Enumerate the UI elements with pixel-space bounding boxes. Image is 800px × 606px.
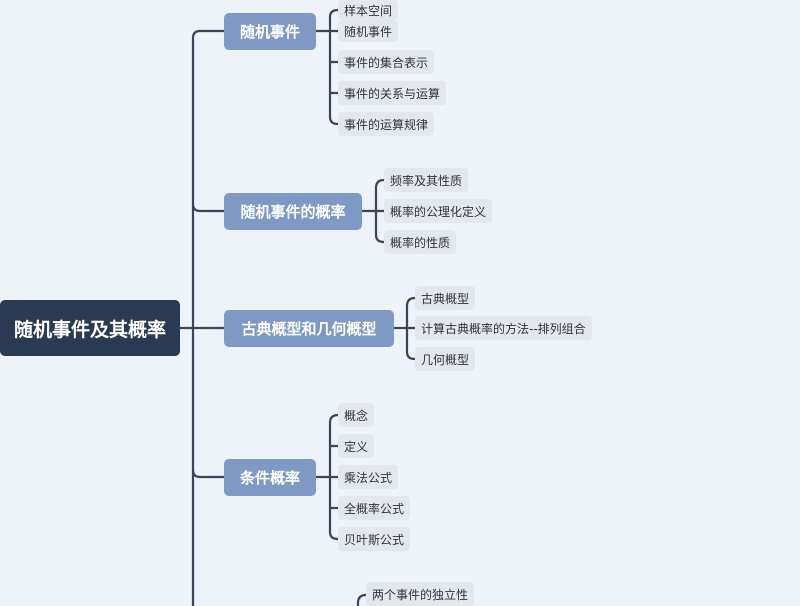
subtopic[interactable]: 古典概型 xyxy=(415,286,476,310)
subtopic[interactable]: 概率的性质 xyxy=(384,230,457,254)
subtopic[interactable]: 乘法公式 xyxy=(338,465,399,489)
subtopic[interactable]: 两个事件的独立性 xyxy=(366,582,475,606)
subtopic[interactable]: 全概率公式 xyxy=(338,496,411,520)
topic-classical-geometric[interactable]: 古典概型和几何概型 xyxy=(224,310,394,347)
subtopic[interactable]: 贝叶斯公式 xyxy=(338,527,411,551)
subtopic[interactable]: 事件的运算规律 xyxy=(338,112,435,136)
subtopic[interactable]: 概率的公理化定义 xyxy=(384,199,493,223)
subtopic[interactable]: 样本空间 xyxy=(338,0,399,20)
subtopic[interactable]: 事件的集合表示 xyxy=(338,50,435,74)
subtopic[interactable]: 几何概型 xyxy=(415,347,476,371)
subtopic[interactable]: 计算古典概率的方法--排列组合 xyxy=(415,316,592,340)
subtopic[interactable]: 概念 xyxy=(338,403,375,427)
subtopic[interactable]: 频率及其性质 xyxy=(384,168,469,192)
subtopic[interactable]: 事件的关系与运算 xyxy=(338,81,447,105)
topic-random-events[interactable]: 随机事件 xyxy=(224,13,316,50)
central-topic[interactable]: 随机事件及其概率 xyxy=(0,300,180,356)
subtopic[interactable]: 定义 xyxy=(338,434,375,458)
topic-conditional-probability[interactable]: 条件概率 xyxy=(224,459,316,496)
subtopic[interactable]: 随机事件 xyxy=(338,20,399,42)
topic-probability[interactable]: 随机事件的概率 xyxy=(224,193,362,230)
